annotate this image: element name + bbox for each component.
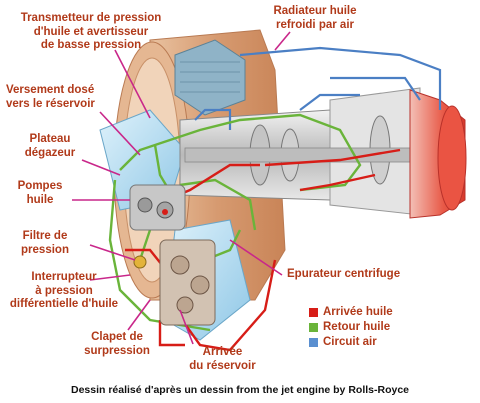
legend-swatch: [309, 337, 318, 347]
label-oil-pumps: Pompes huile: [17, 180, 63, 206]
label-air-cooled-radiator: Radiateur huile refroidi par air: [273, 5, 357, 31]
air-circuit-pipes: [194, 46, 442, 130]
legend-item-oil-return: Retour huile: [309, 321, 390, 333]
label-relief-valve: Clapet de surpression: [84, 331, 150, 357]
label-deaerator-tray: Plateau dégazeur: [24, 133, 76, 159]
label-metered-return: Versement dosé vers le réservoir: [6, 84, 95, 110]
legend-label: Circuit air: [323, 336, 377, 348]
label-oil-pressure-transmitter: Transmetteur de pression d'huile et aver…: [20, 12, 162, 51]
figure-caption: Dessin réalisé d'après un dessin from th…: [70, 384, 409, 396]
leader-lines: [72, 31, 291, 345]
legend-swatch: [309, 307, 318, 317]
pump-gearbox: [129, 184, 216, 326]
air-cooled-radiator: [174, 39, 246, 116]
legend-label: Arrivée huile: [323, 306, 393, 318]
engine-core: [179, 87, 421, 216]
label-centrifugal-breather: Epurateur centrifuge: [287, 268, 401, 280]
legend-swatch: [309, 322, 318, 332]
legend-item-oil-supply: Arrivée huile: [309, 306, 393, 318]
legend-label: Retour huile: [323, 321, 391, 333]
label-differential-pressure-switch: Interrupteur à pression différentielle d…: [9, 271, 119, 310]
exhaust-nozzle: [409, 89, 467, 219]
label-pressure-filter: Filtre de pression: [21, 230, 69, 256]
legend-item-air-circuit: Circuit air: [309, 336, 377, 348]
label-tank-supply: Arrivée du réservoir: [189, 346, 256, 372]
